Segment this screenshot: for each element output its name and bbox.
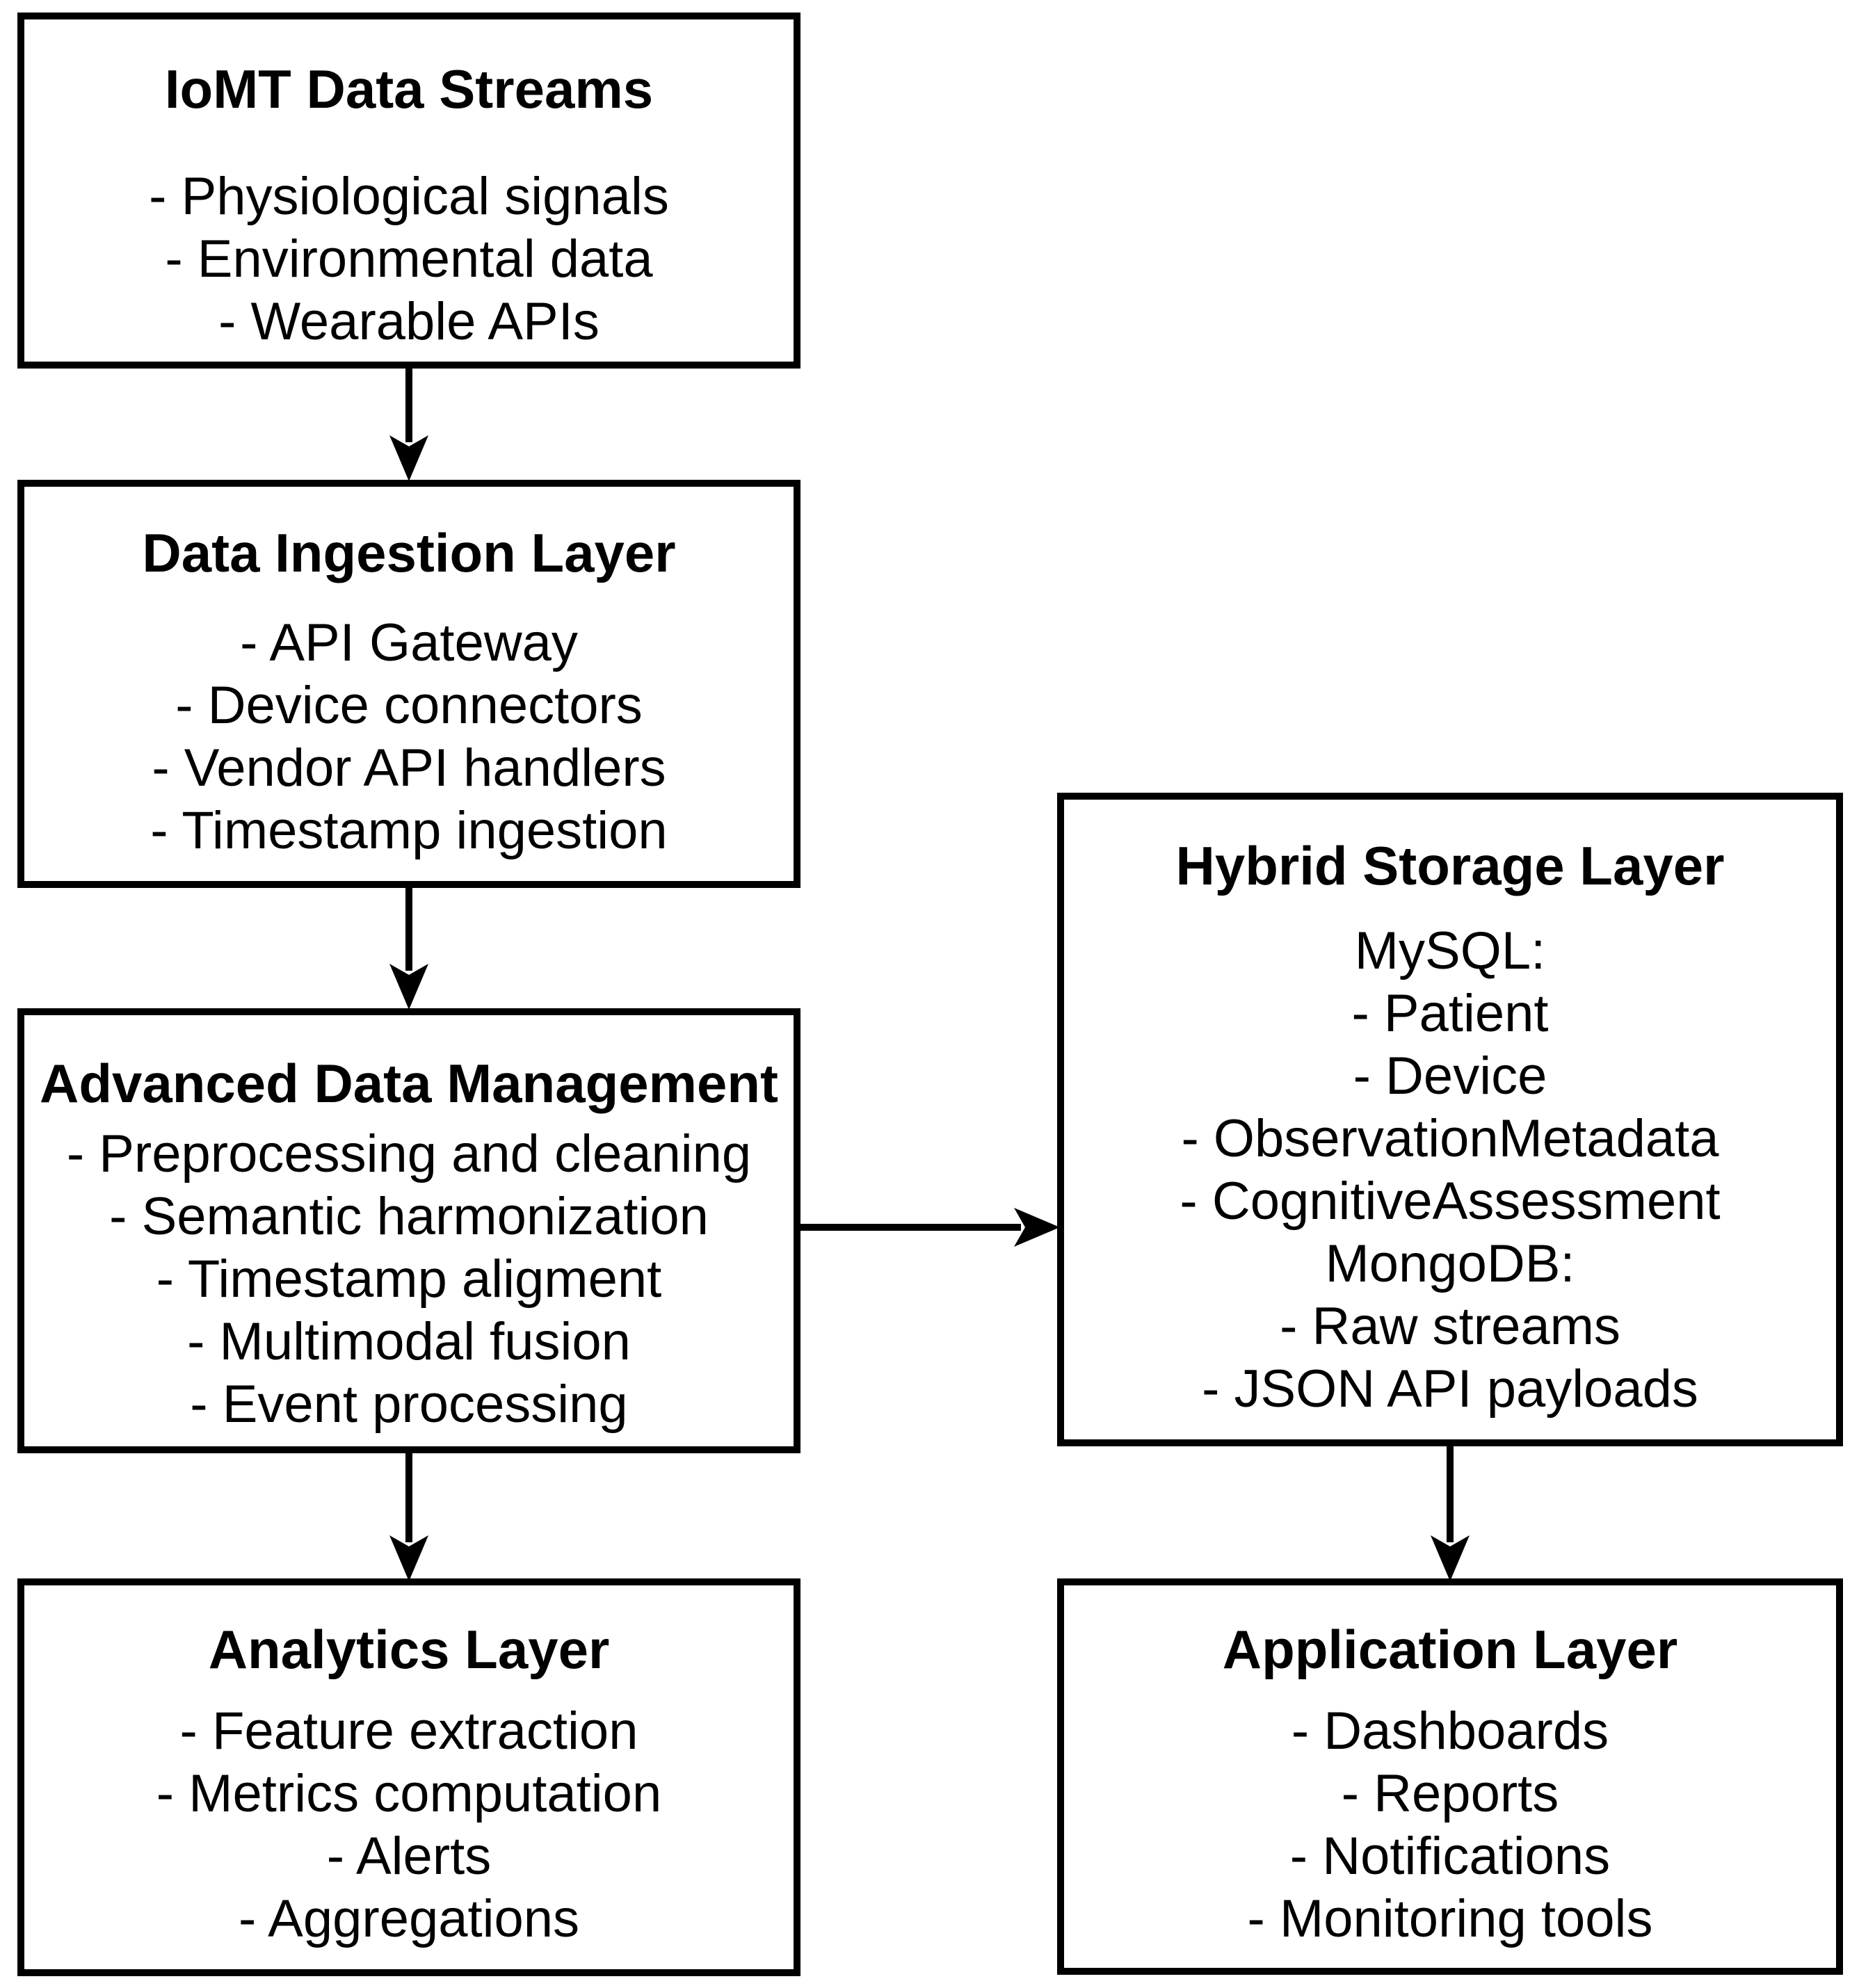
arrow-ingestion-to-adm-icon — [389, 885, 428, 1010]
box-title-application-layer: Application Layer — [1222, 1619, 1678, 1680]
box-item: - Multimodal fusion — [187, 1312, 631, 1371]
arrow-adm-to-analytics-icon — [389, 1450, 428, 1581]
box-advanced-data-management: Advanced Data Management - Preprocessing… — [17, 1008, 800, 1453]
box-item: - Event processing — [190, 1375, 628, 1434]
box-item: - Reports — [1341, 1764, 1559, 1823]
box-item: - Vendor API handlers — [152, 738, 666, 798]
box-item: - Feature extraction — [179, 1702, 638, 1761]
arrow-storage-to-app-icon — [1431, 1444, 1470, 1581]
arrow-iomt-to-ingestion-icon — [389, 367, 428, 481]
box-item: - Dashboards — [1291, 1702, 1609, 1761]
box-item: - Monitoring tools — [1247, 1889, 1653, 1948]
box-item: - Device connectors — [175, 676, 643, 735]
box-item: - Environmental data — [165, 229, 653, 289]
box-item: - Wearable APIs — [218, 292, 599, 351]
box-item: - Semantic harmonization — [109, 1187, 709, 1246]
box-title-hybrid-storage-layer: Hybrid Storage Layer — [1175, 835, 1725, 896]
box-application-layer: Application Layer - Dashboards - Reports… — [1057, 1578, 1843, 1975]
box-item: - Physiological signals — [149, 167, 669, 226]
box-item: - Timestamp aligment — [156, 1250, 662, 1309]
box-data-ingestion-layer: Data Ingestion Layer - API Gateway - Dev… — [17, 480, 800, 888]
box-item: - Alerts — [326, 1827, 492, 1886]
box-title-advanced-data-management: Advanced Data Management — [40, 1053, 778, 1114]
box-iomt-data-streams: IoMT Data Streams - Physiological signal… — [17, 13, 800, 369]
box-item: - Aggregations — [238, 1889, 580, 1948]
box-item: - Device — [1353, 1046, 1547, 1106]
box-item: - Raw streams — [1280, 1297, 1620, 1356]
box-item: - Timestamp ingestion — [150, 801, 668, 860]
box-analytics-layer: Analytics Layer - Feature extraction - M… — [17, 1578, 800, 1976]
box-item: - API Gateway — [240, 613, 578, 672]
box-item: - JSON API payloads — [1202, 1359, 1698, 1419]
box-item: - Patient — [1351, 984, 1549, 1043]
box-item: MongoDB: — [1325, 1234, 1575, 1293]
box-item: - CognitiveAssessment — [1180, 1172, 1721, 1231]
box-item: - ObservationMetadata — [1181, 1109, 1719, 1168]
box-hybrid-storage-layer: Hybrid Storage Layer MySQL: - Patient - … — [1057, 793, 1843, 1446]
box-item: - Notifications — [1289, 1827, 1611, 1886]
box-item: - Metrics computation — [156, 1764, 662, 1823]
arrow-adm-to-storage-icon — [798, 1208, 1060, 1247]
box-title-data-ingestion-layer: Data Ingestion Layer — [142, 522, 676, 583]
box-item: MySQL: — [1354, 921, 1546, 980]
box-title-analytics-layer: Analytics Layer — [208, 1619, 610, 1680]
box-item: - Preprocessing and cleaning — [66, 1124, 752, 1183]
box-title-iomt-data-streams: IoMT Data Streams — [164, 58, 654, 120]
